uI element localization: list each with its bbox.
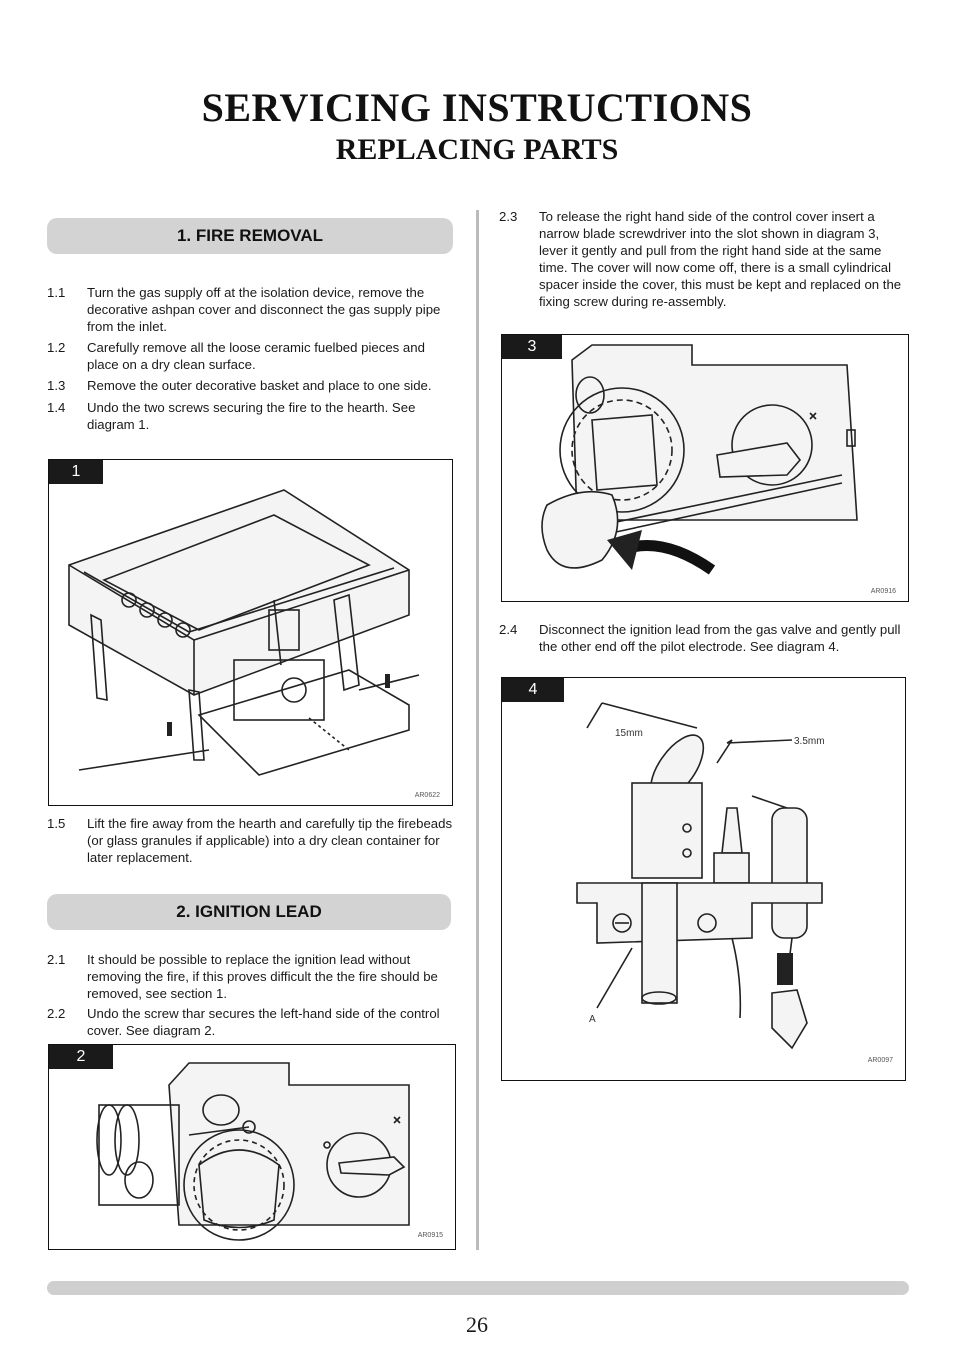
diagram-label: 3	[502, 335, 562, 359]
step-2-3: 2.3 To release the right hand side of th…	[499, 208, 909, 312]
dimension-3-5mm: 3.5mm	[794, 736, 825, 747]
step-text: Lift the fire away from the hearth and c…	[87, 816, 453, 865]
section-heading-fire-removal: 1. FIRE REMOVAL	[47, 218, 453, 254]
step-number: 1.2	[47, 340, 66, 355]
diagram-ref: AR0915	[417, 1232, 443, 1239]
step-2-2: 2.2 Undo the screw thar secures the left…	[47, 1005, 457, 1041]
pointer-label-a: A	[589, 1014, 596, 1025]
footer-bar	[47, 1281, 909, 1295]
fire-unit-illustration	[68, 489, 420, 776]
step-text: Undo the screw thar secures the left-han…	[87, 1006, 440, 1038]
page-number: 26	[466, 1312, 488, 1337]
column-divider	[476, 210, 479, 1250]
step-1-1: 1.1 Turn the gas supply off at the isola…	[47, 284, 457, 336]
diagram-ref: AR0916	[870, 588, 896, 595]
step-number: 1.4	[47, 400, 66, 415]
step-number: 1.5	[47, 816, 66, 831]
page-subtitle: REPLACING PARTS	[335, 133, 619, 166]
step-1-5: 1.5 Lift the fire away from the hearth a…	[47, 815, 457, 867]
diagram-1: 1 AR0622	[48, 459, 453, 806]
diagram-label: 2	[49, 1045, 113, 1069]
pilot-electrode-illustration	[576, 702, 823, 1050]
step-text: Remove the outer decorative basket and p…	[87, 378, 432, 393]
diagram-2: 2 AR0915	[48, 1044, 456, 1250]
step-1-2: 1.2 Carefully remove all the loose ceram…	[47, 339, 457, 375]
control-cover-illustration	[96, 1062, 410, 1241]
step-number: 1.1	[47, 285, 66, 300]
diagram-label: 1	[49, 460, 103, 484]
step-number: 2.4	[499, 622, 518, 637]
section-heading-ignition-lead: 2. IGNITION LEAD	[47, 894, 451, 930]
diagram-ref: AR0622	[414, 792, 440, 799]
page-title: SERVICING INSTRUCTIONS	[201, 85, 753, 130]
step-number: 2.3	[499, 209, 518, 224]
step-text: Carefully remove all the loose ceramic f…	[87, 340, 425, 372]
diagram-3: 3 AR0916	[501, 334, 909, 602]
dimension-15mm: 15mm	[615, 728, 643, 739]
step-number: 1.3	[47, 378, 66, 393]
step-text: To release the right hand side of the co…	[539, 209, 902, 309]
step-2-4: 2.4 Disconnect the ignition lead from th…	[499, 621, 909, 657]
step-1-3: 1.3 Remove the outer decorative basket a…	[47, 377, 457, 395]
screwdriver-release-illustration	[541, 344, 858, 575]
step-text: Disconnect the ignition lead from the ga…	[539, 622, 901, 654]
diagram-4: 4 15mm 3.5mm A AR0097	[501, 677, 906, 1081]
step-1-4: 1.4 Undo the two screws securing the fir…	[47, 399, 457, 435]
step-number: 2.1	[47, 952, 66, 967]
diagram-label: 4	[502, 678, 564, 702]
step-text: It should be possible to replace the ign…	[87, 952, 438, 1001]
step-text: Undo the two screws securing the fire to…	[87, 400, 416, 432]
step-2-1: 2.1 It should be possible to replace the…	[47, 951, 457, 1003]
step-text: Turn the gas supply off at the isolation…	[87, 285, 441, 334]
diagram-ref: AR0097	[867, 1057, 893, 1064]
step-number: 2.2	[47, 1006, 66, 1021]
